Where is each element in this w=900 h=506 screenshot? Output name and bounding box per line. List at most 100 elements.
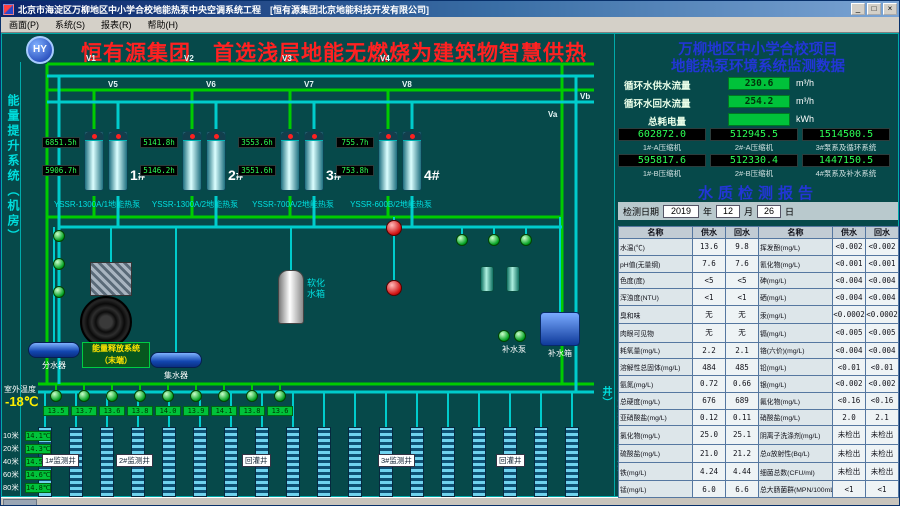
heat-pump-unit-3[interactable]: 3553.6h 3551.6h 3# <box>238 129 348 196</box>
depth-temp-row: 80米 14.8℃ <box>3 482 51 493</box>
unit2-hours-a: 5141.8h <box>140 137 178 148</box>
menu-item-screen[interactable]: 画面(P) <box>9 20 39 30</box>
valve-label-v3: V3 <box>282 54 292 63</box>
makeup-pump[interactable] <box>514 330 526 342</box>
well-column <box>348 427 362 497</box>
heat-pump-unit-2[interactable]: 5141.8h 5146.2h 2# <box>140 129 250 196</box>
param-value: 21.2 <box>725 443 759 463</box>
param-value: <0.004 <box>832 288 866 306</box>
param-value: <0.0002 <box>832 304 866 325</box>
well-pump[interactable] <box>134 390 146 402</box>
circulation-pump[interactable] <box>53 230 65 242</box>
counter-3: 1514500.5 <box>802 128 890 141</box>
report-date-row: 检测日期 2019 年 12 月 26 日 <box>618 202 898 220</box>
param-value: 7.6 <box>725 254 759 273</box>
param-value: <5 <box>692 271 726 290</box>
compressor-cylinder <box>206 131 226 191</box>
well-pump[interactable] <box>190 390 202 402</box>
minimize-button[interactable]: _ <box>851 3 865 15</box>
well-column <box>193 427 207 497</box>
return-manifold <box>150 352 202 368</box>
unit1-hours-b: 5906.7h <box>42 165 80 176</box>
heat-pump-unit-4[interactable]: 755.7h 753.8h 4# <box>336 129 446 196</box>
water-report-title: 水质检测报告 <box>697 185 818 202</box>
plate-heat-exchanger <box>90 262 132 296</box>
counter-2a-label: 2#-A压缩机 <box>734 143 774 152</box>
counter-4-label: 4#泵系及补水系统 <box>815 169 877 178</box>
well-column <box>162 427 176 497</box>
source-pump-red[interactable] <box>386 220 402 236</box>
taskbar[interactable] <box>1 497 899 505</box>
well-pump[interactable] <box>106 390 118 402</box>
well-label-4: 3#监测井 <box>378 454 415 467</box>
well-pump[interactable] <box>162 390 174 402</box>
status-lamp <box>410 134 415 139</box>
param-value: <0.002 <box>865 238 899 256</box>
param-name: 汞(mg/L) <box>758 304 833 325</box>
well-pump[interactable] <box>50 390 62 402</box>
supply-manifold <box>28 342 80 358</box>
menu-item-report[interactable]: 报表(R) <box>101 20 132 30</box>
unit1-hours-a: 6851.5h <box>42 137 80 148</box>
well-side-pump[interactable] <box>456 234 468 246</box>
month-unit: 月 <box>744 206 754 217</box>
valve-label-v2: V2 <box>184 54 194 63</box>
param-name: 镉(mg/L) <box>758 323 833 343</box>
counter-1b-label: 1#-B压缩机 <box>642 169 682 178</box>
param-value: <0.16 <box>832 391 866 410</box>
well-pump[interactable] <box>218 390 230 402</box>
softened-water-tank-label: 软化 水箱 <box>307 278 326 299</box>
valve-label-v7: V7 <box>304 80 314 89</box>
start-button[interactable] <box>3 499 37 505</box>
depth-temp-value: 14.1℃ <box>25 430 51 441</box>
source-pump-red[interactable] <box>386 280 402 296</box>
param-name: 氟化物(mg/L) <box>758 391 833 410</box>
well-pump[interactable] <box>274 390 286 402</box>
valve-label-v5: V5 <box>108 80 118 89</box>
well-pump-readout: 13.7 <box>71 406 97 416</box>
param-value: <0.004 <box>832 271 866 290</box>
well-side-pump[interactable] <box>520 234 532 246</box>
param-value: 0.66 <box>725 375 759 393</box>
well-pump-readout: 13.5 <box>43 406 69 416</box>
param-value: 未检出 <box>832 461 866 482</box>
menu-item-help[interactable]: 帮助(H) <box>147 20 179 30</box>
param-name: 氰化物(mg/L) <box>758 254 833 273</box>
circulation-pump[interactable] <box>53 258 65 270</box>
depth-temp-value: 14.3℃ <box>25 443 51 454</box>
compressor-cylinder <box>402 131 422 191</box>
param-name: 总大肠菌群(MPN/100mL) <box>758 480 833 498</box>
well-label-3: 回灌井 <box>242 454 271 467</box>
supply-flow-unit: m³/h <box>796 78 814 88</box>
param-value: <0.001 <box>865 254 899 273</box>
well-column <box>224 427 238 497</box>
well-pump-readout: 14.0 <box>155 406 181 416</box>
counter-1b: 595817.6 <box>618 154 706 167</box>
menu-item-system[interactable]: 系统(S) <box>55 20 85 30</box>
well-side-pump[interactable] <box>488 234 500 246</box>
heat-pump-unit-1[interactable]: 6851.5h 5906.7h 1# <box>42 129 152 196</box>
col-supply-2: 供水 <box>832 226 866 239</box>
param-value: <5 <box>725 271 759 290</box>
param-name: 氨氮(mg/L) <box>618 375 693 393</box>
well-pump[interactable] <box>78 390 90 402</box>
well-label-1: 1#监测井 <box>42 454 79 467</box>
maximize-button[interactable]: □ <box>867 3 881 15</box>
supply-pipes <box>38 62 594 386</box>
well-pump[interactable] <box>246 390 258 402</box>
param-value: 9.8 <box>725 238 759 256</box>
well-column <box>286 427 300 497</box>
param-name: 铅(mg/L) <box>758 358 833 377</box>
param-value: <0.004 <box>865 288 899 306</box>
close-button[interactable]: × <box>883 3 897 15</box>
param-name: 硫酸盐(mg/L) <box>618 443 693 463</box>
unit4-hours-a: 755.7h <box>336 137 374 148</box>
param-value: <0.002 <box>832 238 866 256</box>
makeup-pump[interactable] <box>498 330 510 342</box>
compressor-cylinder <box>84 131 104 191</box>
circulation-pump[interactable] <box>53 286 65 298</box>
outdoor-temp-label: 室外温度 <box>4 385 36 394</box>
well-column <box>100 427 114 497</box>
